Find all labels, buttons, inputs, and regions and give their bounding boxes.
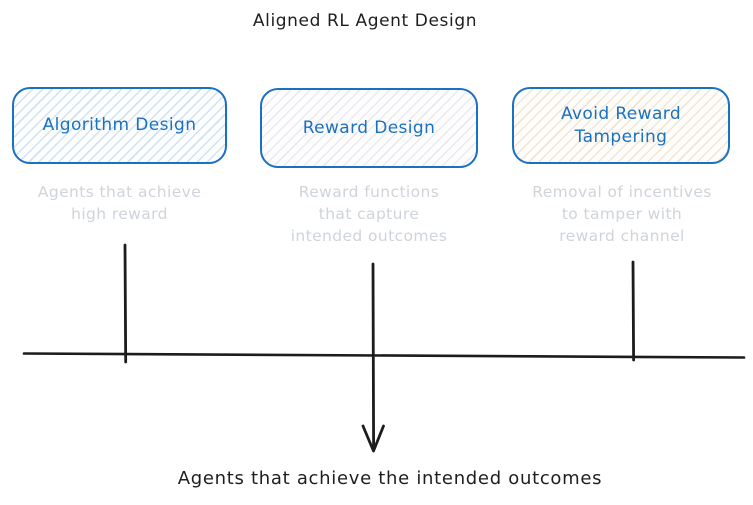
left-drop-line — [123, 243, 128, 364]
pillar-box-avoid-reward-tampering: Avoid Reward Tampering — [512, 87, 730, 164]
horizontal-collector-line — [22, 352, 746, 359]
pillar-box-label: Reward Design — [302, 117, 436, 138]
pillar-box-label: Avoid Reward Tampering — [560, 103, 682, 147]
pillar-description-algorithm-design: Agents that achieve high reward — [37, 183, 202, 223]
right-drop-line — [631, 260, 635, 362]
pillar-box-reward-design: Reward Design — [260, 88, 478, 168]
diagram-title: Aligned RL Agent Design — [252, 11, 478, 31]
pillar-box-algorithm-design: Algorithm Design — [12, 87, 227, 164]
pillar-description-avoid-reward-tampering: Removal of incentives to tamper with rew… — [532, 183, 712, 245]
middle-drop-line — [371, 262, 375, 450]
down-arrow-icon — [361, 424, 385, 453]
pillar-description-reward-design: Reward functions that capture intended o… — [290, 183, 448, 245]
outcome-label: Agents that achieve the intended outcome… — [177, 468, 603, 489]
pillar-box-label: Algorithm Design — [42, 115, 197, 136]
